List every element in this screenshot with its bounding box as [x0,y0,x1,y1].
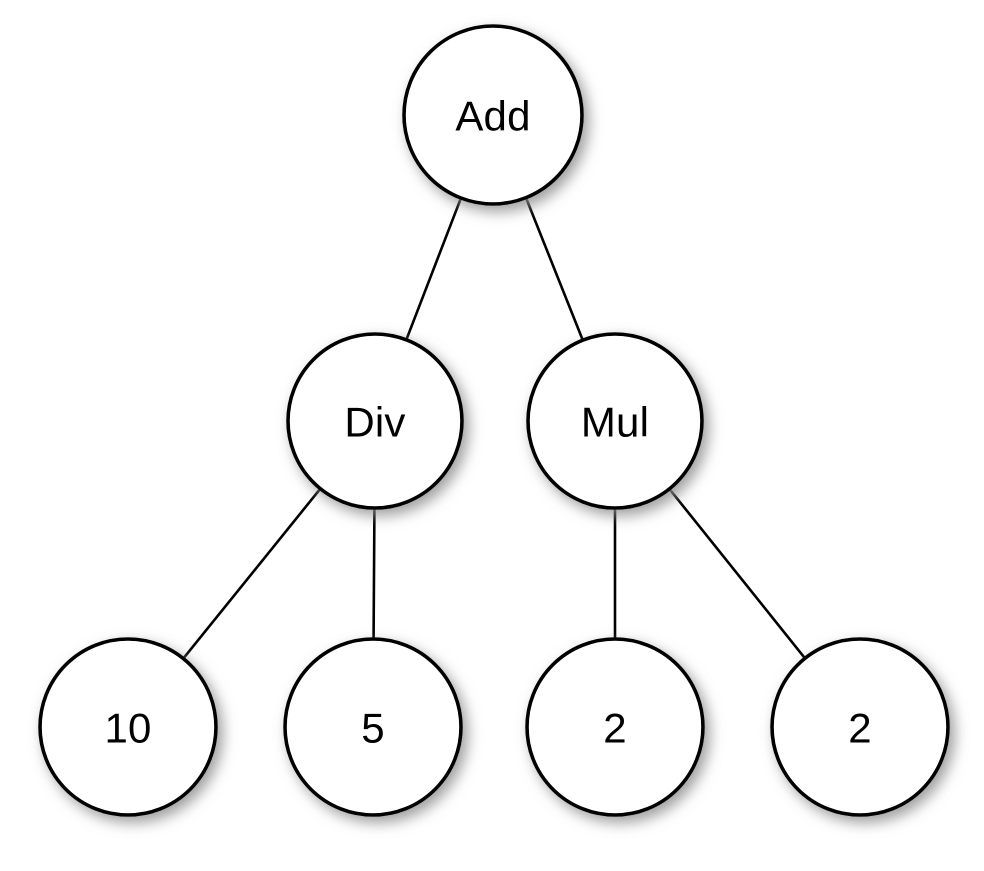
tree-edge-mul-to-2 [665,484,809,663]
node-circle-mul[interactable] [526,332,704,510]
node-circle-2[interactable] [770,637,950,817]
tree-node-5[interactable]: 5 [283,637,463,817]
node-label-div: Div [344,399,405,446]
node-circle-10[interactable] [38,637,218,817]
tree-edge-div-to-10 [179,484,325,663]
node-label-5: 5 [361,705,385,752]
tree-node-2[interactable]: 2 [525,637,705,817]
node-circle-add[interactable] [402,24,584,206]
tree-edge-div-to-5 [372,502,376,645]
node-circle-5[interactable] [283,637,463,817]
node-label-2: 2 [603,705,627,752]
node-label-2: 2 [848,705,872,752]
tree-node-2[interactable]: 2 [770,637,950,817]
tree-edge-add-to-div [403,193,464,345]
node-label-10: 10 [104,705,151,752]
tree-node-10[interactable]: 10 [38,637,218,817]
tree-node-div[interactable]: Div [286,332,464,510]
tree-node-add[interactable]: Add [402,24,584,206]
tree-edge-add-to-mul [523,192,586,346]
node-circle-2[interactable] [525,637,705,817]
node-label-add: Add [455,93,530,140]
node-circle-div[interactable] [286,332,464,510]
node-label-mul: Mul [581,399,649,446]
edges-layer [179,192,809,663]
tree-node-mul[interactable]: Mul [526,332,704,510]
